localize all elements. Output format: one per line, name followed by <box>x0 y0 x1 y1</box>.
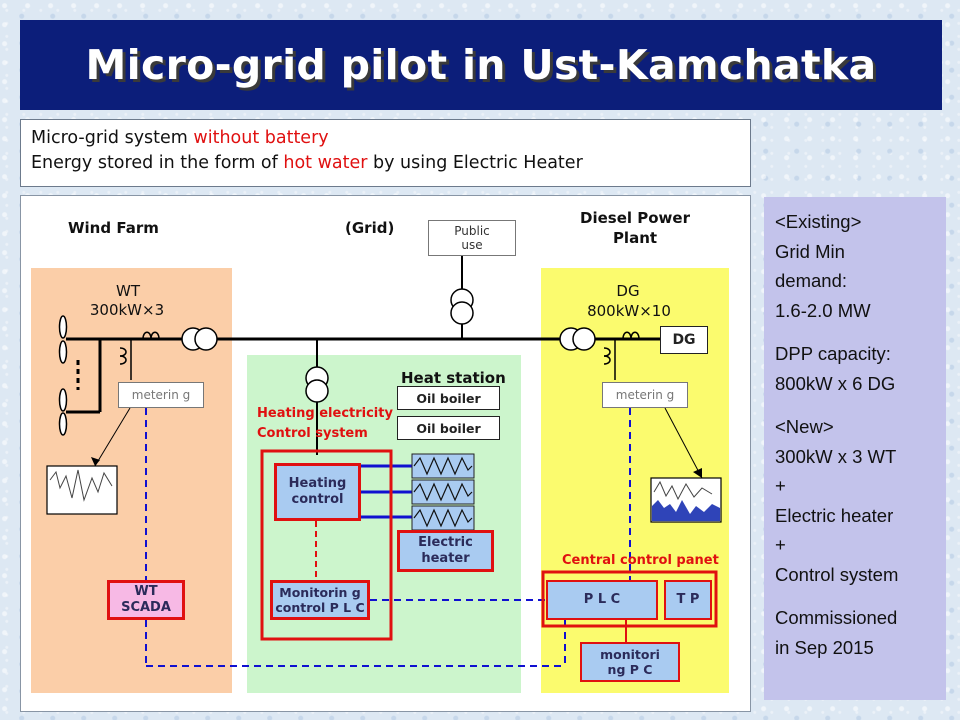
public-use-box: Public use <box>428 220 516 256</box>
plc-box: P L C <box>546 580 658 620</box>
dg-box: DG <box>660 326 708 354</box>
oil-boiler-box-1: Oil boiler <box>397 386 500 410</box>
plus-line-1: + <box>775 475 786 496</box>
dg-trend-chart <box>650 477 722 523</box>
grid-min-line-3: 1.6-2.0 MW <box>775 299 871 321</box>
electric-heater-icon <box>411 453 475 531</box>
intro-line-2: Energy stored in the form of hot water b… <box>31 151 740 176</box>
heat-station-zone <box>247 355 521 693</box>
heat-station-label: Heat station <box>401 369 506 387</box>
wt-meter-arrow <box>94 407 131 467</box>
summary-panel: <Existing> Grid Min demand: 1.6-2.0 MW D… <box>764 197 946 700</box>
commissioned-line-1: Commissioned <box>775 607 898 628</box>
wind-turbine-icon <box>58 315 68 436</box>
wt-capacity-label: 300kW×3 <box>89 301 165 319</box>
diesel-plant-label: Diesel Power Plant <box>580 209 690 247</box>
new-line-1: 300kW x 3 WT <box>775 445 897 467</box>
heating-control-box: Heating control <box>274 463 361 521</box>
new-header: <New> <box>775 416 834 437</box>
wt-trend-chart <box>46 465 118 515</box>
central-control-frame <box>541 570 718 628</box>
dg-metering-box: meterin g <box>602 382 688 408</box>
wt-scada-box: WT SCADA <box>107 580 185 620</box>
heater-links <box>360 464 412 519</box>
dg-capacity-label: 800kW×10 <box>587 302 671 320</box>
tp-box: T P <box>664 580 712 620</box>
central-control-label: Central control panet <box>562 553 719 568</box>
dg-label: DG <box>616 282 640 300</box>
new-line-2: Electric heater <box>775 504 894 526</box>
dg-ct-icon <box>603 331 640 380</box>
intro-line-2-highlight: hot water <box>283 153 368 173</box>
wt-transformer-icon <box>181 327 218 351</box>
commissioned-line-2: in Sep 2015 <box>775 636 874 658</box>
intro-box: Micro-grid system without battery Energy… <box>20 119 751 187</box>
new-line-3: Control system <box>775 563 899 585</box>
public-transformer-icon <box>450 288 474 325</box>
oil-boiler-box-2: Oil boiler <box>397 416 500 440</box>
dg-transformer-icon <box>559 327 596 351</box>
existing-header: <Existing> <box>775 211 862 232</box>
intro-line-2-tail: by using Electric Heater <box>367 153 583 173</box>
wt-ct-icon <box>119 331 160 380</box>
intro-line-1-highlight: without battery <box>193 128 329 148</box>
intro-line-1-text: Micro-grid system <box>31 128 194 148</box>
page-title: Micro-grid pilot in Ust-Kamchatka <box>85 41 877 89</box>
wt-metering-box: meterin g <box>118 382 204 408</box>
heat-transformer-icon <box>305 366 329 403</box>
intro-line-2-text: Energy stored in the form of <box>31 153 284 173</box>
intro-line-1: Micro-grid system without battery <box>31 126 740 151</box>
grid-label: (Grid) <box>345 219 395 237</box>
heating-control-system-frame <box>260 449 393 641</box>
grid-min-line-1: Grid Min <box>775 240 845 262</box>
monitoring-plc-box: Monitorin g control P L C <box>270 580 370 620</box>
grid-min-line-2: demand: <box>775 270 847 291</box>
signal-lines <box>145 408 631 667</box>
wt-label: WT <box>116 282 140 300</box>
title-bar: Micro-grid pilot in Ust-Kamchatka <box>20 20 942 110</box>
plus-line-2: + <box>775 534 786 555</box>
wind-farm-label: Wind Farm <box>68 219 159 237</box>
dpp-line-1: DPP capacity: <box>775 343 891 364</box>
monitoring-pc-box: monitori ng P C <box>580 642 680 682</box>
dg-meter-arrow <box>664 407 703 479</box>
dpp-line-2: 800kW x 6 DG <box>775 372 896 394</box>
heating-control-system-label: Heating electricity Control system <box>257 406 393 441</box>
electric-heater-box: Electric heater <box>397 530 494 572</box>
